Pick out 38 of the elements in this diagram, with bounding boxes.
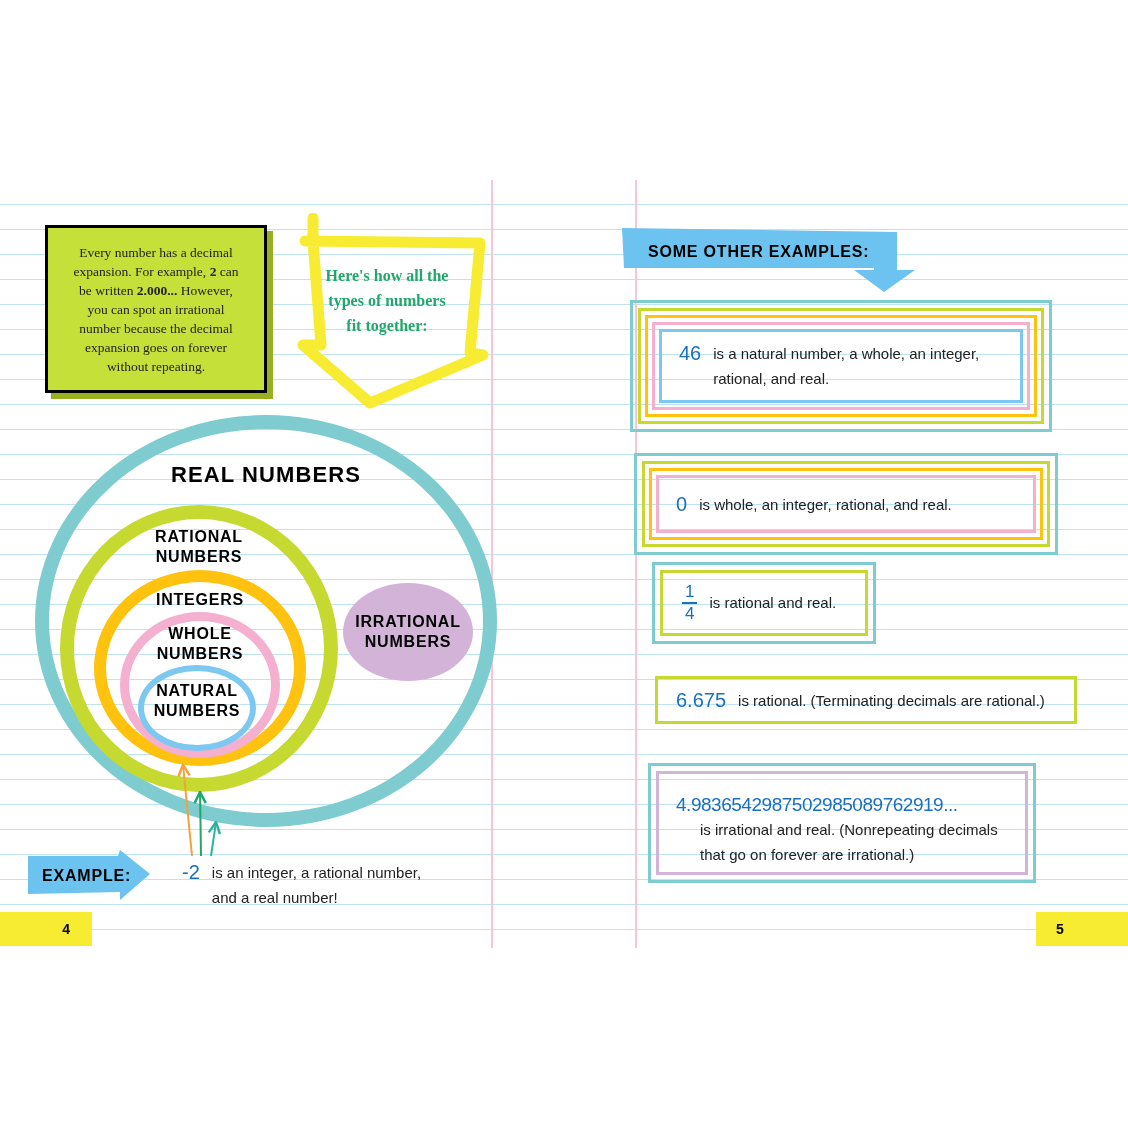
number-value: 46 <box>679 341 702 366</box>
intro-text: Here's how all the types of numbers fit together: <box>325 267 449 334</box>
set-label: WHOLE NUMBERS <box>155 624 245 664</box>
number-value: 0 <box>676 491 688 517</box>
set-ring <box>94 570 306 766</box>
example-card <box>648 763 1036 883</box>
example-card <box>630 300 1052 432</box>
page-number: 5 <box>1056 919 1064 939</box>
number-value: -2 <box>182 860 200 884</box>
example-card <box>655 676 1077 724</box>
page-number: 4 <box>62 919 70 939</box>
arrow <box>207 820 222 857</box>
banner-text: SOME OTHER EXAMPLES: <box>648 243 870 260</box>
banner-text: EXAMPLE: <box>42 867 132 884</box>
set-ring <box>60 505 338 792</box>
example-text: is a natural number, a whole, an integer, rational, and real. <box>713 344 981 389</box>
arrow <box>177 763 193 857</box>
note-text: Every number has a decimal expansion. For example, 2 can be written 2.000... However, you can spot an irrational number because the decimal expansion goes on forever without repeating. <box>72 243 240 376</box>
set-label: IRRATIONAL NUMBERS <box>354 612 462 652</box>
fraction: 1 4 <box>682 582 698 624</box>
set-label: NATURAL NUMBERS <box>152 681 242 721</box>
set-label: INTEGERS <box>154 590 246 610</box>
set-label: RATIONAL NUMBERS <box>154 527 244 567</box>
arrow <box>193 790 208 857</box>
set-label: REAL NUMBERS <box>170 461 362 489</box>
example-card <box>634 453 1058 555</box>
set-ring <box>138 665 256 751</box>
number-value: 6.675 <box>676 687 727 713</box>
number-value: 4.9836542987502985089762919... <box>676 793 959 817</box>
set-ring <box>35 415 497 827</box>
example-text: is an integer, a rational number, and a real number! <box>211 863 423 908</box>
example-text: is irrational and real. (Nonrepeating decimals that go on forever are irrational.) <box>699 820 999 865</box>
example-card <box>652 562 876 644</box>
example-text: is rational. (Terminating decimals are rational.) <box>738 690 1045 711</box>
set-ellipse <box>343 583 473 681</box>
example-text: is rational and real. <box>709 592 837 613</box>
set-ring <box>120 612 280 758</box>
example-text: is whole, an integer, rational, and real. <box>699 494 952 515</box>
